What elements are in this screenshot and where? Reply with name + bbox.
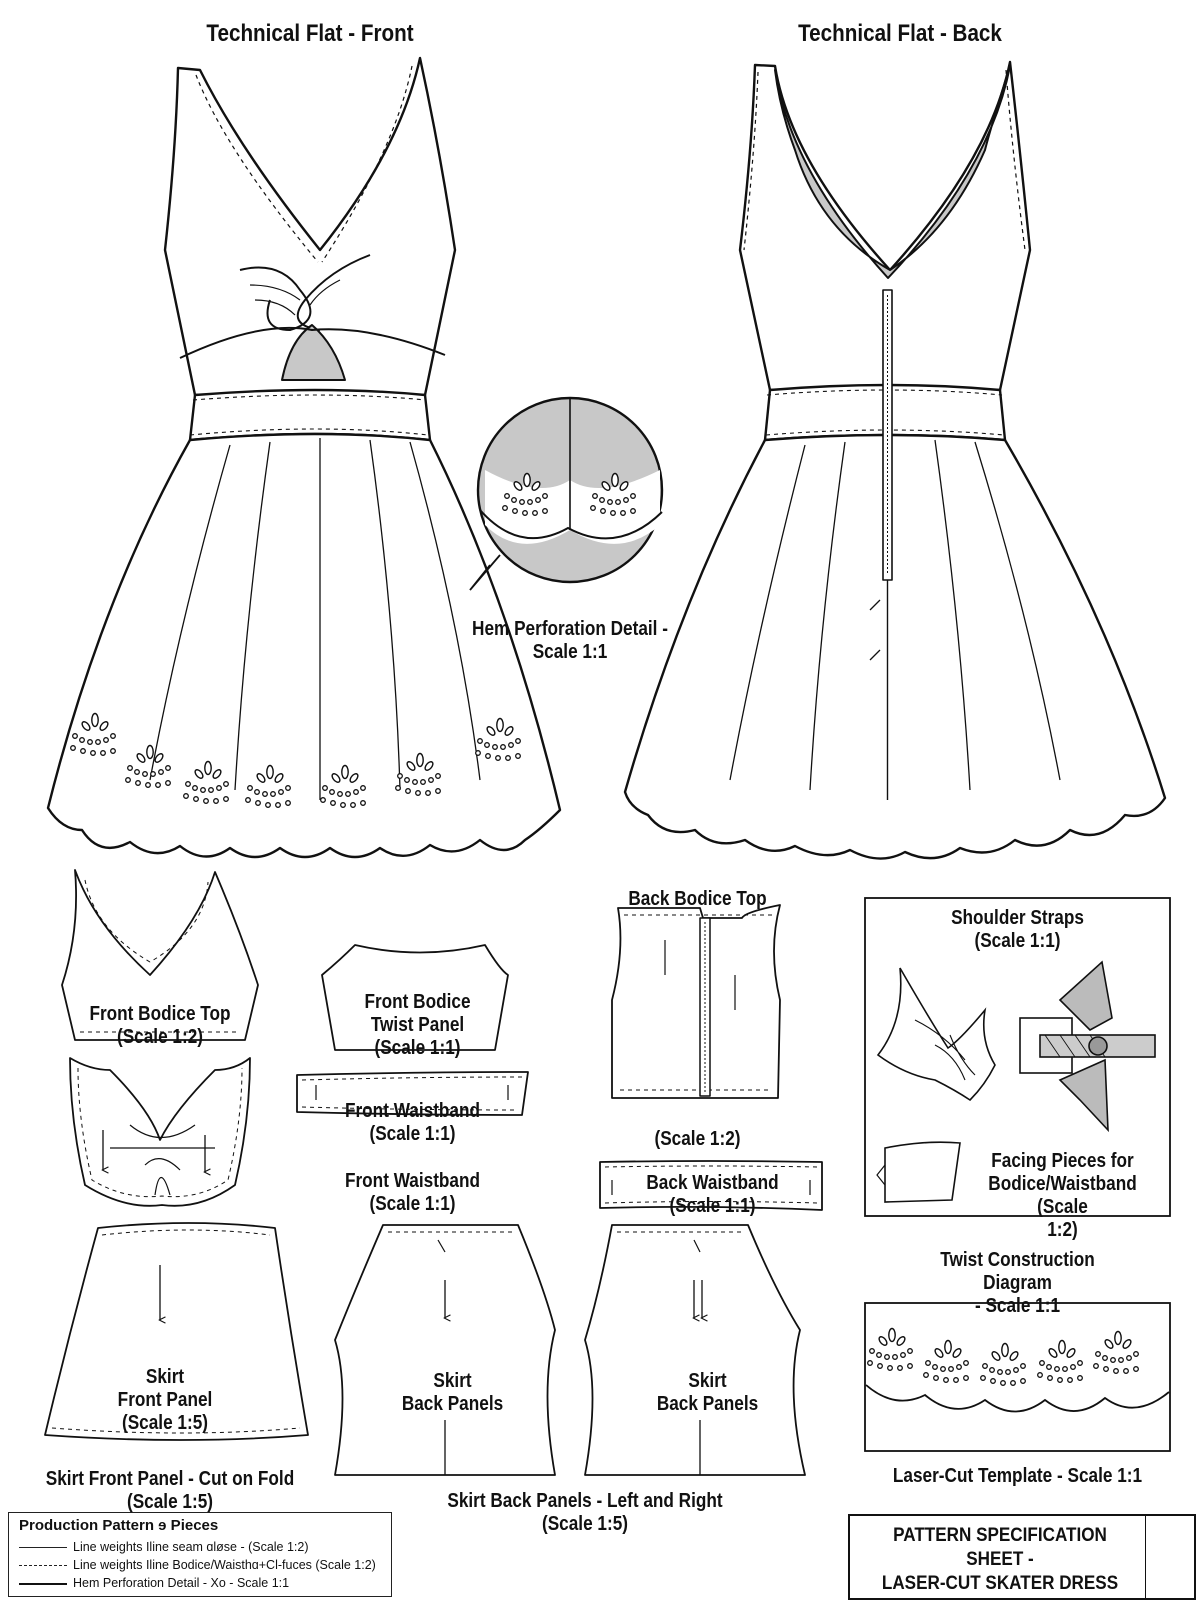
skirt-back-right-piece	[584, 1224, 806, 1476]
front-bodice-twist-panel-piece	[321, 944, 509, 1051]
facing-pieces-label: Facing Pieces for Bodice/Waistband (Scal…	[988, 1150, 1137, 1241]
legend-solid-line-swatch	[19, 1547, 67, 1549]
skirt-front-panel-label: Skirt Front Panel (Scale 1:5)	[117, 1366, 213, 1434]
hem-detail-caption: Hem Perforation Detail - Scale 1:1	[472, 618, 668, 663]
front-waistband-piece	[296, 1071, 529, 1116]
back-bodice-top-title: Back Bodice Top	[628, 888, 767, 910]
front-bodice-top-label: Front Bodice Top (Scale 1:2)	[89, 1003, 231, 1048]
skirt-back-left-piece	[334, 1224, 556, 1476]
front-flat-dress	[46, 56, 562, 859]
skirt-back-caption: Skirt Back Panels - Left and Right (Scal…	[447, 1490, 723, 1535]
legend-row-dashed: Line weights Iline Bodice/Waisthɑ+Cl-fuc…	[19, 1558, 376, 1572]
twist-construction-box	[864, 897, 1171, 1217]
back-waistband-label: Back Waistband (Scale 1:1)	[646, 1172, 779, 1217]
spec-sheet-side-cell	[1145, 1516, 1186, 1598]
spec-sheet-title-block: PATTERN SPECIFICATION SHEET - LASER-CUT …	[848, 1514, 1196, 1600]
legend-bold-line-swatch	[19, 1582, 67, 1585]
front-bodice-top-piece	[61, 869, 259, 1041]
back-flat-title: Technical Flat - Back	[798, 20, 1002, 47]
legend-row-solid: Line weights Iline seam ɑløse - (Scale 1…	[19, 1540, 309, 1554]
back-flat-dress	[623, 60, 1167, 860]
hem-perforation-detail-bubble	[469, 396, 664, 591]
legend-box: Production Pattern ɘ Pieces Line weights…	[8, 1512, 392, 1597]
pattern-pieces	[44, 869, 823, 1476]
legend-dashed-line-swatch	[19, 1565, 67, 1567]
skirt-front-panel-piece	[44, 1222, 309, 1441]
spec-sheet-title: PATTERN SPECIFICATION SHEET - LASER-CUT …	[881, 1525, 1119, 1594]
front-waistband-strip-label: Front Waistband (Scale 1:1)	[344, 1100, 481, 1145]
laser-cut-template-box	[864, 1302, 1171, 1452]
legend-title: Production Pattern ɘ Pieces	[19, 1517, 219, 1534]
front-waistband-caption: Front Waistband (Scale 1:1)	[344, 1170, 481, 1215]
laser-cut-caption: Laser-Cut Template - Scale 1:1	[892, 1465, 1143, 1487]
back-bodice-top-piece	[611, 904, 781, 1099]
legend-row-bold: Hem Perforation Detail - Xo - Scale 1:1	[19, 1576, 289, 1590]
front-flat-title: Technical Flat - Front	[206, 20, 414, 47]
front-bodice-twist-label: Front Bodice Twist Panel (Scale 1:1)	[364, 991, 471, 1059]
back-bodice-top-scale: (Scale 1:2)	[654, 1128, 741, 1150]
skirt-back-right-label: Skirt Back Panels	[656, 1370, 759, 1415]
twist-construction-caption: Twist Construction Diagram - Scale 1:1	[940, 1249, 1095, 1317]
skirt-front-caption: Skirt Front Panel - Cut on Fold (Scale 1…	[45, 1468, 295, 1513]
back-waistband-piece	[599, 1160, 823, 1211]
shoulder-straps-label: Shoulder Straps (Scale 1:1)	[951, 907, 1084, 952]
skirt-back-left-label: Skirt Back Panels	[401, 1370, 504, 1415]
